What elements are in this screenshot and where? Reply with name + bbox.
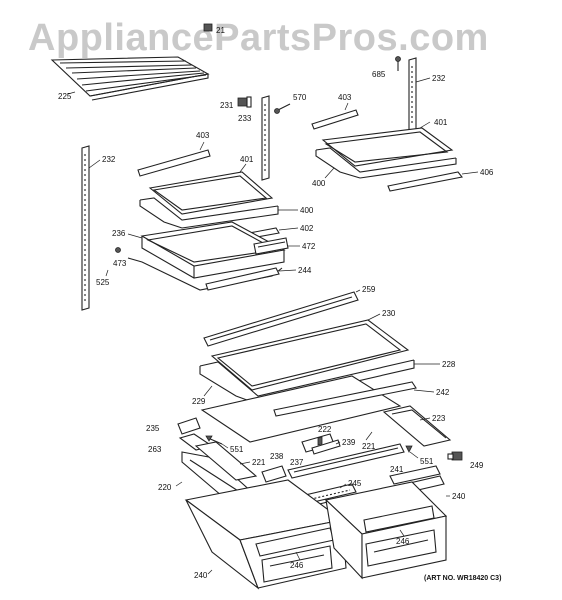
label-551b: 551 <box>420 457 434 466</box>
clip-part-551-left <box>205 435 223 445</box>
label-230: 230 <box>382 309 396 318</box>
screw-part-685 <box>395 56 401 71</box>
label-244: 244 <box>298 266 312 275</box>
label-259: 259 <box>362 285 376 294</box>
label-225: 225 <box>58 92 72 101</box>
cover-panel-242 <box>200 375 417 443</box>
label-401b: 401 <box>240 155 254 164</box>
label-246a: 246 <box>290 561 304 570</box>
shelf-frame-400-right <box>315 147 457 179</box>
slide-rail-223 <box>382 405 452 447</box>
label-473: 473 <box>113 259 127 268</box>
wire-shelf-part <box>50 56 210 101</box>
screw-part-570 <box>274 103 291 114</box>
rail-part-237 <box>287 443 405 479</box>
label-231: 231 <box>220 101 234 110</box>
rail-part-221 <box>194 441 258 481</box>
label-239: 239 <box>342 438 356 447</box>
label-400b: 400 <box>300 206 314 215</box>
rail-part-472 <box>253 237 289 255</box>
shelf-rail-center <box>261 95 270 181</box>
label-402: 402 <box>300 224 314 233</box>
label-228: 228 <box>442 360 456 369</box>
shelf-trim-403-right <box>311 109 359 130</box>
label-472: 472 <box>302 242 316 251</box>
glass-cover-230 <box>210 319 410 391</box>
shelf-trim-403-left <box>137 149 211 177</box>
label-222: 222 <box>318 425 332 434</box>
label-241: 241 <box>390 465 404 474</box>
clip-part-473 <box>115 247 121 253</box>
cover-trim-259 <box>203 291 359 347</box>
label-221a: 221 <box>362 442 376 451</box>
rail-part-235 <box>177 417 201 435</box>
label-401a: 401 <box>434 118 448 127</box>
label-406: 406 <box>480 168 494 177</box>
shelf-rail-left <box>81 145 90 311</box>
bracket-part-249 <box>447 451 463 461</box>
label-235: 235 <box>146 424 160 433</box>
label-229: 229 <box>192 397 206 406</box>
label-685: 685 <box>372 70 386 79</box>
rail-part-241 <box>389 465 441 485</box>
glass-shelf-401-left <box>148 171 274 215</box>
label-238: 238 <box>270 452 284 461</box>
label-403b: 403 <box>196 131 210 140</box>
label-237: 237 <box>290 458 304 467</box>
label-263: 263 <box>148 445 162 454</box>
clip-part-551-right <box>405 445 413 453</box>
label-236: 236 <box>112 229 126 238</box>
rail-part-238 <box>261 465 287 483</box>
label-245: 245 <box>348 479 362 488</box>
label-551a: 551 <box>230 445 244 454</box>
label-525: 525 <box>96 278 110 287</box>
label-246b: 246 <box>396 537 410 546</box>
label-249: 249 <box>470 461 484 470</box>
label-223: 223 <box>432 414 446 423</box>
label-570: 570 <box>293 93 307 102</box>
crisper-drawer-left <box>184 479 347 590</box>
bracket-part-231 <box>237 96 252 108</box>
clip-part <box>203 23 213 32</box>
shelf-trim-406 <box>387 171 463 192</box>
label-220: 220 <box>158 483 172 492</box>
crisper-drawer-right <box>324 481 448 580</box>
glass-shelf-401-right <box>321 127 454 167</box>
watermark: AppliancePartsPros.com <box>28 17 489 59</box>
label-240a: 240 <box>194 571 208 580</box>
shelf-rail-right <box>408 57 417 133</box>
label-240b: 240 <box>452 492 466 501</box>
label-232a: 232 <box>432 74 446 83</box>
label-233: 233 <box>238 114 252 123</box>
art-number: (ART NO. WR18420 C3) <box>424 575 501 582</box>
bracket-part-239 <box>311 439 341 455</box>
shelf-frame-400-left <box>139 197 279 229</box>
drawer-frame-244 <box>127 257 283 291</box>
label-232b: 232 <box>102 155 116 164</box>
label-242: 242 <box>436 388 450 397</box>
label-221b: 221 <box>252 458 266 467</box>
label-21: 21 <box>216 26 225 35</box>
label-403a: 403 <box>338 93 352 102</box>
label-400a: 400 <box>312 179 326 188</box>
